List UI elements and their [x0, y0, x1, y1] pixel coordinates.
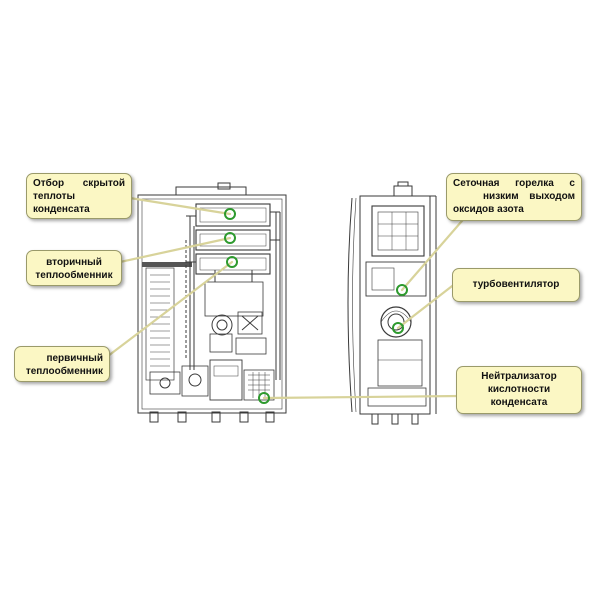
marker-neutralizer: [258, 392, 270, 404]
word: Отбор: [33, 178, 65, 189]
callout-secondary-hx-line1: вторичный: [46, 257, 102, 268]
callout-mesh-burner-line3: оксидов азота: [453, 204, 524, 215]
leader-primary-hx: [106, 260, 234, 358]
word: горелка: [515, 178, 554, 189]
word: Сеточная: [453, 178, 500, 189]
marker-mesh-burner: [396, 284, 408, 296]
callout-latent-heat-line2: теплоты: [33, 191, 76, 202]
leader-secondary-hx: [118, 236, 232, 264]
callout-primary-hx: первичный теплообменник: [14, 346, 110, 382]
callout-latent-heat-line1: Отбор скрытой: [33, 177, 125, 190]
word: низким: [483, 191, 519, 202]
callout-mesh-burner: Сеточная горелка с низким выходом оксидо…: [446, 173, 582, 221]
callout-secondary-hx-line2: теплообменник: [35, 270, 113, 281]
word: скрытой: [82, 178, 125, 189]
callout-secondary-hx: вторичный теплообменник: [26, 250, 122, 286]
callout-mesh-burner-line1: Сеточная горелка с: [453, 177, 575, 190]
boiler-side-view: [347, 181, 437, 425]
markers: [224, 208, 408, 404]
boiler-front-view: [137, 182, 287, 423]
marker-turbo-fan: [392, 322, 404, 334]
leader-mesh-burner: [400, 212, 470, 292]
leader-turbo-fan: [396, 281, 458, 330]
marker-latent-heat: [224, 208, 236, 220]
callout-neutralizer-line2: кислотности: [487, 384, 551, 395]
marker-primary-hx: [226, 256, 238, 268]
marker-secondary-hx: [224, 232, 236, 244]
leader-latent-heat: [128, 196, 232, 216]
callout-turbo-fan-line1: турбовентилятор: [472, 279, 560, 290]
callout-primary-hx-line2: теплообменник: [25, 366, 103, 377]
callout-primary-hx-line1: первичный: [46, 353, 103, 364]
leader-lines: [106, 196, 470, 400]
callout-neutralizer-line1: Нейтрализатор: [481, 371, 557, 382]
word: выходом: [529, 191, 575, 202]
callout-turbo-fan: турбовентилятор: [452, 268, 580, 302]
callout-latent-heat-line3: конденсата: [33, 204, 90, 215]
leader-neutralizer: [262, 394, 462, 400]
callout-latent-heat: Отбор скрытой теплоты конденсата: [26, 173, 132, 219]
callout-neutralizer-line3: конденсата: [490, 397, 548, 408]
word: с: [569, 178, 575, 189]
callout-mesh-burner-line2: низким выходом: [453, 190, 575, 203]
callout-neutralizer: Нейтрализатор кислотности конденсата: [456, 366, 582, 414]
